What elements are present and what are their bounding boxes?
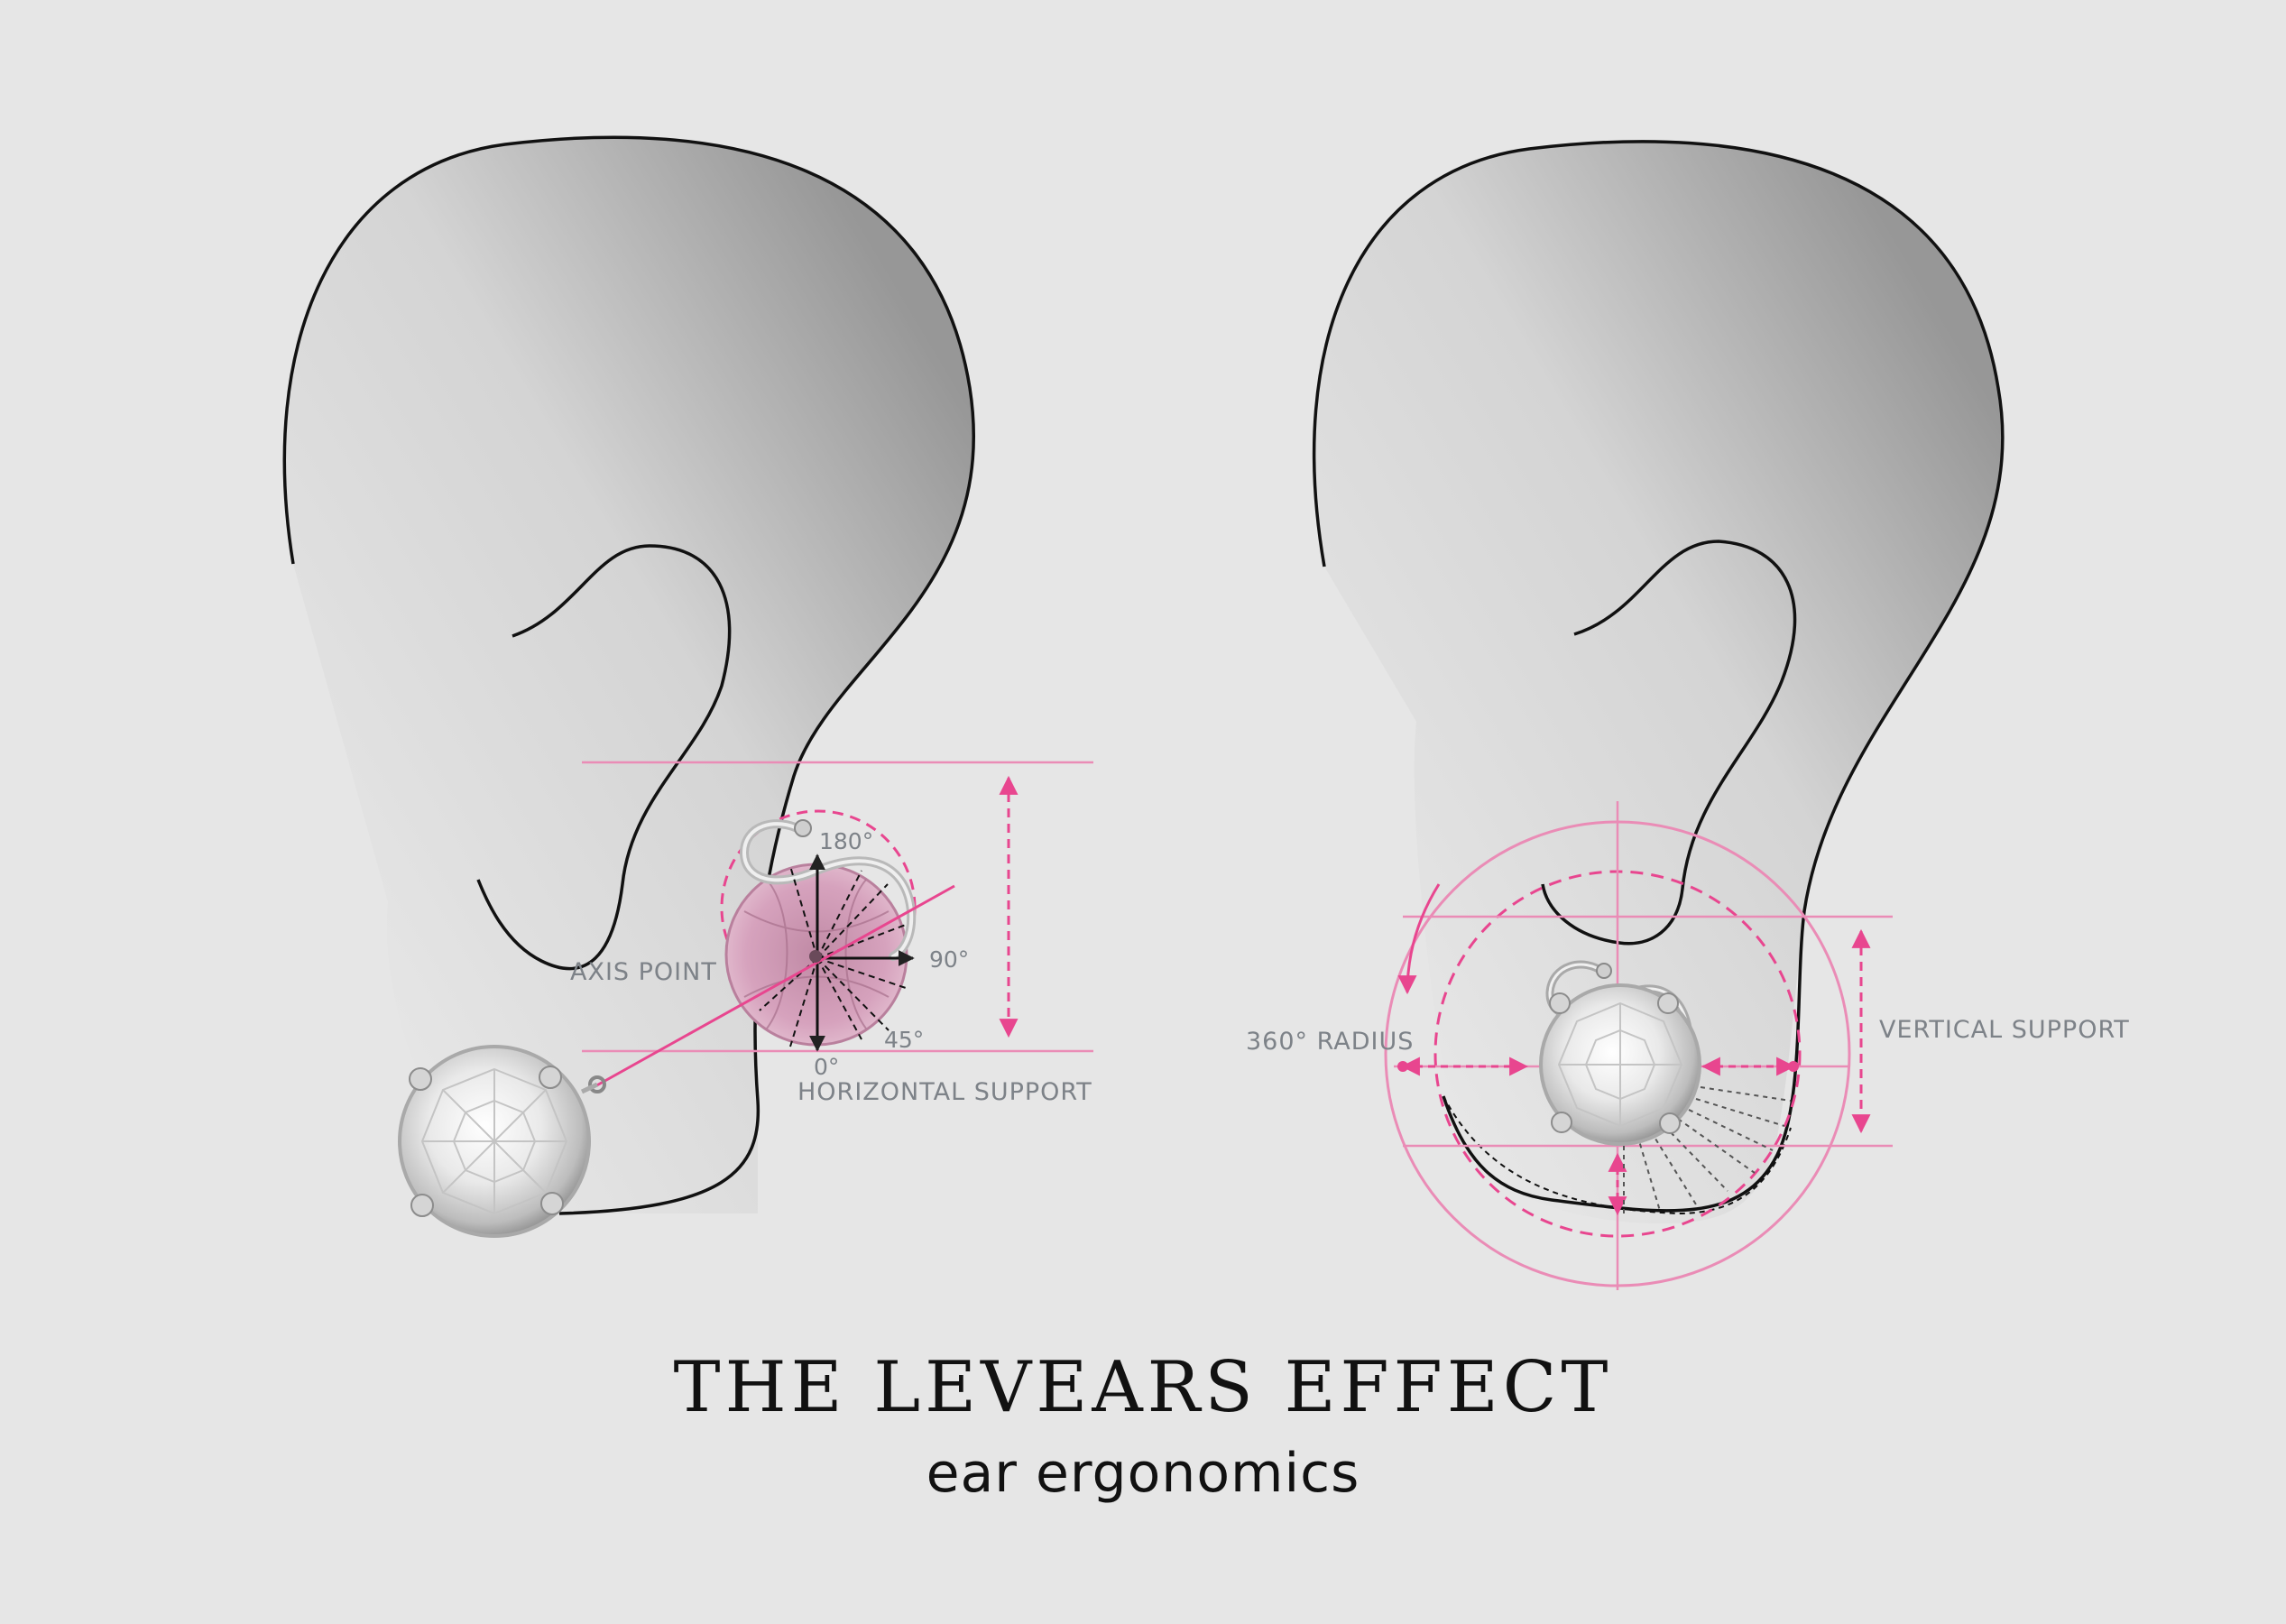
radius-label: 360° RADIUS <box>1246 1028 1415 1056</box>
left-ear-outline <box>282 135 976 1215</box>
left-earring-back <box>593 809 955 1089</box>
angle-0-label: 0° <box>814 1054 840 1080</box>
radius-arc-arrow <box>1397 883 1441 995</box>
right-ear <box>1312 140 2005 1224</box>
right-lobe-dash <box>1443 1095 1792 1215</box>
horizontal-support-label: HORIZONTAL SUPPORT <box>797 1078 1092 1106</box>
right-guides <box>1384 801 1893 1290</box>
vertical-support-label: VERTICAL SUPPORT <box>1879 1016 2130 1044</box>
left-ear-inner-fold <box>476 544 732 971</box>
left-ear <box>282 135 976 1215</box>
angle-180-label: 180° <box>819 828 874 854</box>
right-ear-outline <box>1312 140 2005 1213</box>
lever-line <box>593 884 955 1089</box>
axis-point-label: AXIS POINT <box>570 958 717 986</box>
page-subtitle: ear ergonomics <box>926 1442 1360 1505</box>
angle-45-label: 45° <box>884 1027 925 1053</box>
left-guides <box>582 761 1093 1053</box>
left-ear-shape <box>284 137 974 1214</box>
left-gem <box>398 1045 606 1238</box>
right-ear-inner-fold <box>1541 540 1797 946</box>
angle-90-label: 90° <box>929 946 970 973</box>
page-title: THE LEVEARS EFFECT <box>673 1347 1613 1428</box>
right-ear-shape <box>1314 141 2003 1224</box>
axis-point <box>809 950 822 963</box>
right-earring <box>1539 960 1701 1146</box>
